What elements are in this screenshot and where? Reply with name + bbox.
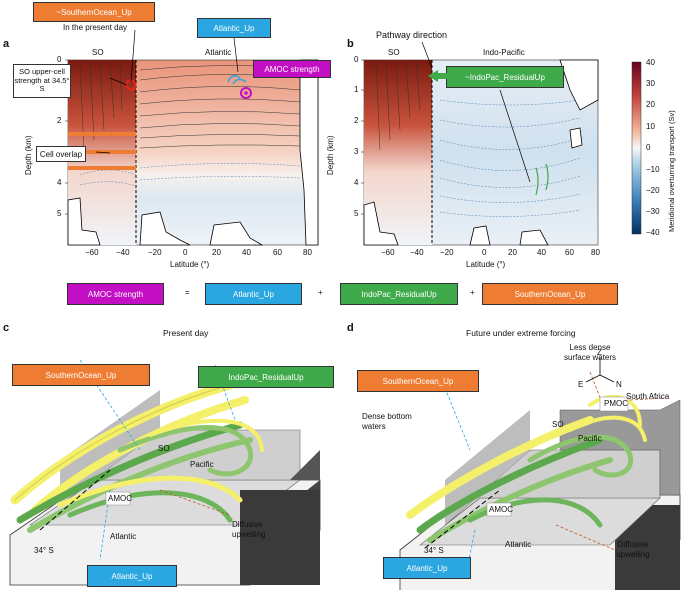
equation-indopac-residual-up: IndoPac_ResidualUp — [340, 283, 458, 305]
axis-z-label: Z — [597, 348, 602, 357]
panel-letter-b: b — [347, 38, 354, 50]
panel-c-atlantic: Atlantic — [110, 532, 137, 541]
tag-indopac-residual-up-b: ~IndoPac_ResidualUp — [446, 66, 564, 88]
tag-atlantic-up-c: Atlantic_Up — [87, 565, 177, 587]
panel-b-xtick: 80 — [591, 248, 600, 257]
panel-d-atlantic: Atlantic — [505, 540, 532, 549]
colorbar-tick: 20 — [646, 100, 655, 109]
panel-b-xtick: −40 — [410, 248, 424, 257]
panel-a-xtick: −40 — [116, 248, 130, 257]
panel-b-ytick: 2 — [354, 116, 359, 125]
panel-a-ytick: 5 — [57, 209, 62, 218]
colorbar-tick: −20 — [646, 186, 660, 195]
panel-a-xlabel: Latitude (°) — [170, 260, 210, 269]
panel-c-d-schematics — [9, 358, 681, 590]
tag-atlantic-up-d: Atlantic_Up — [383, 557, 471, 579]
panel-c-pacific: Pacific — [190, 460, 214, 469]
panel-d-less-dense: Less dense surface waters — [563, 343, 617, 362]
pathway-arrow-icon — [428, 70, 448, 82]
equation-atlantic-up: Atlantic_Up — [205, 283, 302, 305]
colorbar-label: Meridional overturning transport (Sv) — [667, 110, 676, 232]
pathway-direction-label: Pathway direction — [376, 30, 448, 40]
panel-c-so: SO — [158, 444, 170, 453]
present-day-caption: In the present day — [63, 23, 128, 32]
panel-letter-a: a — [3, 38, 10, 50]
panel-b-region-so: SO — [388, 48, 400, 57]
colorbar-tick: −10 — [646, 165, 660, 174]
panel-d-amoc: AMOC — [489, 505, 513, 514]
panel-d-pmoc: PMOC — [604, 399, 628, 408]
panel-b-ytick: 1 — [354, 85, 359, 94]
panel-b-ytick: 3 — [354, 147, 359, 156]
panel-b-xtick: −60 — [381, 248, 395, 257]
equation-equals: = — [185, 288, 190, 297]
panel-a-xtick: −60 — [85, 248, 99, 257]
panel-d-so: SO — [552, 420, 564, 429]
tag-southern-ocean-up-c: SouthernOcean_Up — [12, 364, 150, 386]
colorbar-tick: 30 — [646, 79, 655, 88]
panel-a-xtick: 0 — [183, 248, 188, 257]
panel-a-ytick: 4 — [57, 178, 62, 187]
panel-d-title: Future under extreme forcing — [466, 328, 576, 338]
tag-indopac-residual-up-c: IndoPac_ResidualUp — [198, 366, 334, 388]
panel-a-xtick: −20 — [148, 248, 162, 257]
panel-a-xtick: 80 — [303, 248, 312, 257]
panel-d-dense-bottom: Dense bottom waters — [362, 412, 412, 431]
panel-letter-d: d — [347, 322, 354, 334]
panel-b-ytick: 0 — [354, 55, 359, 64]
panel-c-amoc: AMOC — [108, 494, 132, 503]
panel-a-xtick: 40 — [242, 248, 251, 257]
colorbar-tick: −30 — [646, 207, 660, 216]
colorbar-tick: 40 — [646, 58, 655, 67]
panel-b-xlabel: Latitude (°) — [466, 260, 506, 269]
panel-b-xtick: 60 — [565, 248, 574, 257]
panel-a-ytick: 2 — [57, 116, 62, 125]
colorbar-tick: −40 — [646, 228, 660, 237]
tag-southern-ocean-up-d: SouthernOcean_Up — [357, 370, 479, 392]
panel-d-pacific: Pacific — [578, 434, 602, 443]
panel-c-diffusive: Diffusive upwelling — [232, 520, 266, 539]
equation-amoc-strength: AMOC strength — [67, 283, 164, 305]
panel-a-plot — [65, 29, 642, 246]
panel-a-region-atlantic: Atlantic — [205, 48, 232, 57]
note-cell-overlap: Cell overlap — [36, 146, 86, 162]
panel-b-xtick: 20 — [508, 248, 517, 257]
equation-southern-ocean-up: SouthernOcean_Up — [482, 283, 618, 305]
panel-a-xtick: 60 — [273, 248, 282, 257]
panel-a-ytick: 0 — [57, 55, 62, 64]
panel-b-ytick: 5 — [354, 209, 359, 218]
panel-letter-c: c — [3, 322, 10, 334]
panel-d-diffusive: Diffusive upwelling — [616, 540, 650, 559]
colorbar-tick: 10 — [646, 122, 655, 131]
axis-n-label: N — [616, 380, 622, 389]
panel-b-ylabel: Depth (km) — [326, 135, 335, 175]
equation-plus-1: + — [318, 288, 323, 297]
panel-c-title: Present day — [163, 328, 209, 338]
tag-southern-ocean-up-a: ~SouthernOcean_Up — [33, 2, 155, 22]
panel-b-xtick: 0 — [482, 248, 487, 257]
panel-b-region-indopac: Indo-Pacific — [483, 48, 525, 57]
axis-e-label: E — [578, 380, 584, 389]
panel-b-ytick: 4 — [354, 178, 359, 187]
tag-atlantic-up-a: Atlantic_Up — [197, 18, 271, 38]
panel-c-lat: 34° S — [34, 546, 54, 555]
panel-a-ylabel: Depth (km) — [24, 135, 33, 175]
tag-amoc-strength-a: AMOC strength — [253, 60, 331, 78]
panel-d-south-africa: South Africa — [626, 392, 670, 401]
note-so-upper-cell-strength: SO upper-cell strength at 34.5° S — [13, 64, 71, 98]
panel-b-xtick: −20 — [440, 248, 454, 257]
colorbar-tick: 0 — [646, 143, 651, 152]
panel-d-lat: 34° S — [424, 546, 444, 555]
equation-plus-2: + — [470, 288, 475, 297]
panel-b-xtick: 40 — [537, 248, 546, 257]
panel-a-region-so: SO — [92, 48, 104, 57]
panel-a-xtick: 20 — [212, 248, 221, 257]
